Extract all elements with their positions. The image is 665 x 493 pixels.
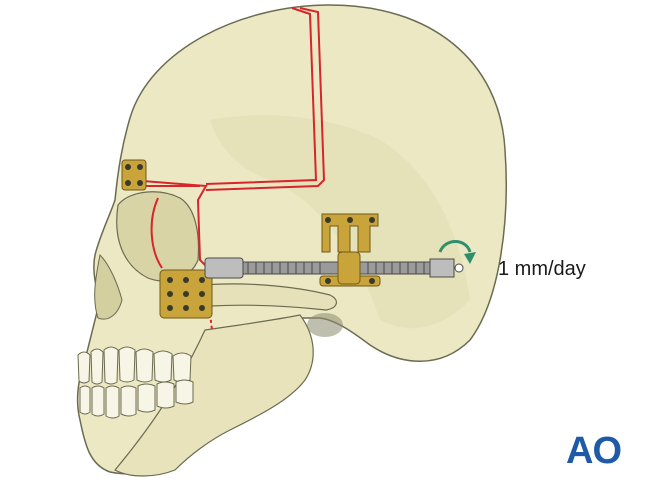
distraction-rate-label: 1 mm/day	[498, 258, 586, 280]
distractor-rod	[204, 251, 464, 285]
distractor-footplate	[319, 213, 381, 287]
lower-teeth	[79, 379, 194, 419]
nasal-aperture	[94, 253, 123, 320]
upper-teeth	[77, 346, 192, 385]
mandible	[114, 314, 314, 477]
zygomatic-mesh-plate	[159, 269, 213, 319]
curved-rotation-arrow-icon	[438, 240, 476, 264]
frontal-plate	[121, 159, 147, 191]
ao-logo-icon: AO	[566, 430, 622, 472]
orbit	[116, 191, 200, 282]
zygomatic-arch	[204, 283, 337, 311]
mastoid-process	[307, 313, 343, 337]
